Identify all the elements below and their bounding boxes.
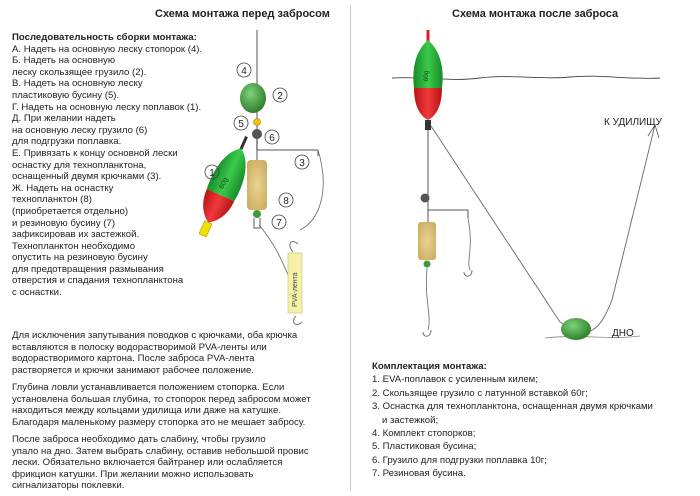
callout-7-text: 7 <box>276 218 282 229</box>
bottom-weight <box>561 318 591 340</box>
right-panel-title: Схема монтажа после заброса <box>452 8 619 20</box>
para-line: фрикцион катушки. При желании можно испо… <box>12 468 254 480</box>
arrow-to-rod <box>647 123 660 139</box>
para-line: вставляются в полоску водорастворимой PV… <box>12 341 267 353</box>
kit-item: 4. Комплект стопорков; <box>372 428 476 440</box>
line-to-rod <box>559 124 656 333</box>
step-line: для подгрузки поплавка. <box>12 136 122 148</box>
step-line: Технопланктон необходимо <box>12 240 136 252</box>
callout-8-text: 8 <box>283 196 289 207</box>
para-line: Глубина ловли устанавливается положением… <box>12 382 285 393</box>
callout-1 <box>204 164 220 180</box>
kit-item: 2. Скользящее грузило с латунной вставко… <box>372 387 588 399</box>
para-line: лески. Обязательно включается байтранер … <box>12 457 283 469</box>
kit-list: Комплектация монтажа: 1. EVA-поплавок с … <box>372 360 653 481</box>
callout-7 <box>271 214 287 230</box>
plastic-bead <box>253 118 261 126</box>
step-line: зафиксировав их застежкой. <box>12 229 140 241</box>
callout-4 <box>236 62 252 78</box>
kit-item: и застежкой; <box>382 414 439 426</box>
para-line: Благодаря маленькому размеру стопорка эт… <box>12 416 306 428</box>
para-line: Для исключения запутывания поводков с кр… <box>12 330 298 341</box>
techno-plankton-right <box>418 222 436 260</box>
step-line: В. Надеть на основную леску <box>12 78 143 90</box>
callout-2-text: 2 <box>277 91 283 102</box>
step-line: пластиковую бусину (5). <box>12 89 120 101</box>
kit-item: 3. Оснастка для технопланктона, оснащенн… <box>372 401 653 413</box>
step-line: Д. При желании надеть <box>12 113 116 125</box>
left-panel-title: Схема монтажа перед забросом <box>155 8 330 20</box>
float-weight-text-right: 60g <box>423 70 430 81</box>
callout-5-text: 5 <box>238 119 244 130</box>
line-to-weight <box>430 125 561 323</box>
para-line: установлена большая глубина, то стопорок… <box>12 393 311 405</box>
step-line: с оснастки. <box>12 287 62 299</box>
callout-6 <box>264 129 280 145</box>
para-line: находиться между кольцами удилища или да… <box>12 405 281 417</box>
step-line: технопланктон (8) <box>12 194 92 206</box>
callout-4-text: 4 <box>241 66 247 77</box>
rubber-bead-right <box>423 260 431 268</box>
step-line: на основную леску грузило (6) <box>12 124 148 136</box>
callout-3 <box>294 154 310 170</box>
step-line: оснастку для технопланктона, <box>12 159 147 171</box>
sliding-weight <box>240 83 266 113</box>
para-line: упало на дно. Затем выбрать слабину, ост… <box>12 445 309 457</box>
techno-plankton <box>247 160 267 210</box>
para-line: После заброса необходимо дать слабину, ч… <box>12 434 266 445</box>
step-line: оснащенный двумя крючками (3). <box>12 171 162 183</box>
callout-5 <box>233 115 249 131</box>
pva-label: PVA-лента <box>292 272 299 307</box>
kit-item: 7. Резиновая бусина. <box>372 468 466 480</box>
rod-label: К УДИЛИЩУ <box>604 117 663 128</box>
para-line: водорастворимого картона. После заброса … <box>12 353 255 365</box>
step-line: Ж. Надеть на оснастку <box>12 182 114 194</box>
right-rig: 60g К УДИЛИЩУ ДНО <box>391 30 663 340</box>
pva-paragraph: Для исключения запутывания поводков с кр… <box>12 330 340 376</box>
para-line: сигнализаторы поклевки. <box>12 480 125 492</box>
kit-item: 6. Грузило для подгрузки поплавка 10г; <box>372 454 547 466</box>
steps-heading: Последовательность сборки монтажа: <box>12 32 197 43</box>
callout-2 <box>272 87 288 103</box>
step-line: Е. Привязать к концу основной лески <box>12 147 178 159</box>
step-line: Г. Надеть на основную леску поплавок (1)… <box>12 101 202 113</box>
assembly-steps: Последовательность сборки монтажа: А. На… <box>12 32 252 299</box>
step-line: для предотвращения размывания <box>12 263 164 275</box>
callout-6-text: 6 <box>269 133 275 144</box>
step-line: (приобретается отдельно) <box>12 205 129 217</box>
step-line: леску скользящее грузило (2). <box>12 66 147 78</box>
pva-strip <box>287 252 303 314</box>
callout-1-text: 1 <box>209 168 215 179</box>
kit-item: 1. EVA-поплавок с усиленным килем; <box>372 374 538 386</box>
callout-8 <box>278 192 294 208</box>
step-line: отверстия и спадания технопланктона <box>12 275 184 287</box>
step-line: Б. Надеть на основную <box>12 55 116 67</box>
step-line: и резиновую бусину (7) <box>12 217 116 229</box>
bottom-label: ДНО <box>612 328 634 339</box>
callout-3-text: 3 <box>299 158 305 169</box>
float-weight-text: 60g <box>218 177 229 191</box>
float: 60g <box>198 135 248 238</box>
step-line: А. Надеть на основную леску стопорок (4)… <box>12 43 203 55</box>
rubber-bead <box>253 210 261 218</box>
left-rig: 60g PVA-лента 4 2 5 <box>198 30 324 325</box>
float-after-cast: 60g <box>413 30 443 130</box>
after-cast-paragraph: После заброса необходимо дать слабину, ч… <box>12 434 340 492</box>
bottom-line <box>544 335 641 339</box>
float-load-weight <box>252 129 262 139</box>
kit-item: 5. Пластиковая бусина; <box>372 441 477 453</box>
para-line: растворяется и крючки занимают рабочее п… <box>12 364 254 376</box>
kit-heading: Комплектация монтажа: <box>372 361 487 372</box>
depth-paragraph: Глубина ловли устанавливается положением… <box>12 382 340 428</box>
float-load-weight-right <box>420 193 430 203</box>
step-line: опустить на резиновую бусину <box>12 252 148 264</box>
panel-divider <box>350 6 351 490</box>
